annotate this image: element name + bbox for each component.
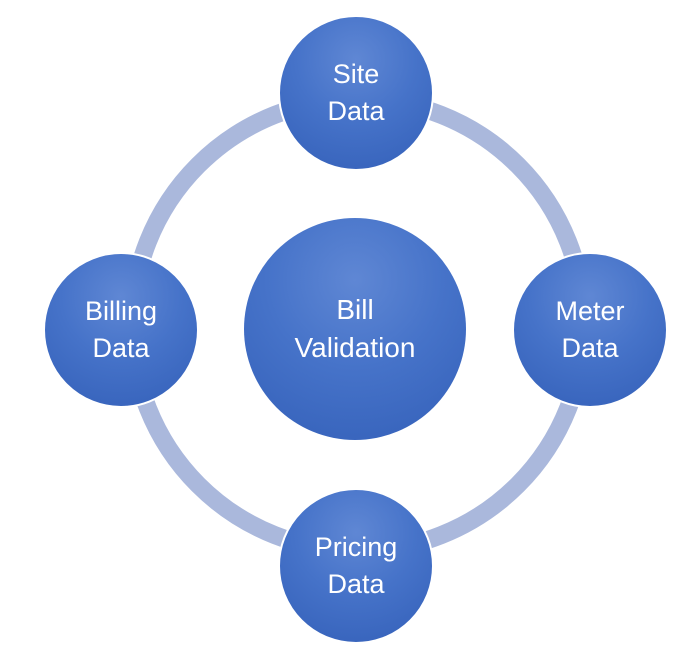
node-site-data: Site Data [278,15,434,171]
center-node-label: Bill Validation [294,294,416,363]
node-label: Site Data [327,59,385,126]
node-meter-data: Meter Data [512,252,668,408]
node-pricing-data: Pricing Data [278,488,434,644]
node-label: Billing Data [84,296,158,363]
node-label: Meter Data [555,296,625,363]
node-label: Pricing Data [314,532,398,599]
center-node-bill-validation: Bill Validation [244,218,466,440]
node-billing-data: Billing Data [43,252,199,408]
